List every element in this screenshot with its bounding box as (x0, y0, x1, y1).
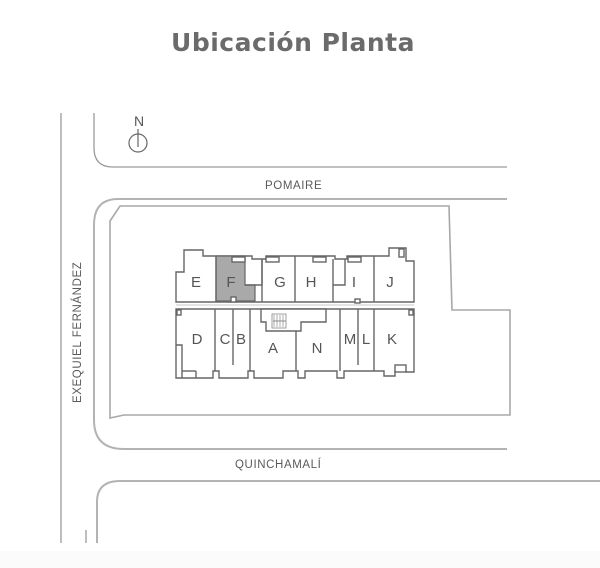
compass-north-label: N (134, 113, 144, 129)
south-wing (175, 308, 415, 379)
unit-label-M[interactable]: M (344, 331, 357, 348)
street-label-exequiel-fernandez: EXEQUIEL FERNÁNDEZ (71, 262, 84, 403)
lot-boundary (109, 205, 511, 419)
unit-label-A[interactable]: A (268, 340, 278, 357)
unit-label-H[interactable]: H (306, 274, 317, 291)
unit-label-L[interactable]: L (362, 331, 370, 348)
unit-label-G[interactable]: G (274, 274, 286, 291)
street-edge-pomaire-north (93, 113, 507, 168)
north-wing (175, 247, 415, 304)
unit-label-I[interactable]: I (352, 274, 356, 291)
unit-label-J[interactable]: J (386, 274, 394, 291)
street-label-pomaire: POMAIRE (265, 180, 322, 192)
street-label-quinchamali: QUINCHAMALÍ (235, 458, 322, 471)
unit-label-C[interactable]: C (220, 331, 231, 348)
unit-label-K[interactable]: K (387, 331, 397, 348)
street-edge-quinchamali-south (96, 480, 600, 543)
footer-band (0, 551, 600, 568)
unit-label-D[interactable]: D (192, 331, 203, 348)
unit-label-F[interactable]: F (226, 274, 235, 291)
unit-label-E[interactable]: E (191, 274, 201, 291)
page-title: Ubicación Planta (171, 28, 415, 57)
lot-outer-edge (93, 198, 507, 450)
unit-label-B[interactable]: B (236, 331, 246, 348)
unit-label-N[interactable]: N (312, 340, 323, 357)
compass-icon (128, 129, 148, 153)
